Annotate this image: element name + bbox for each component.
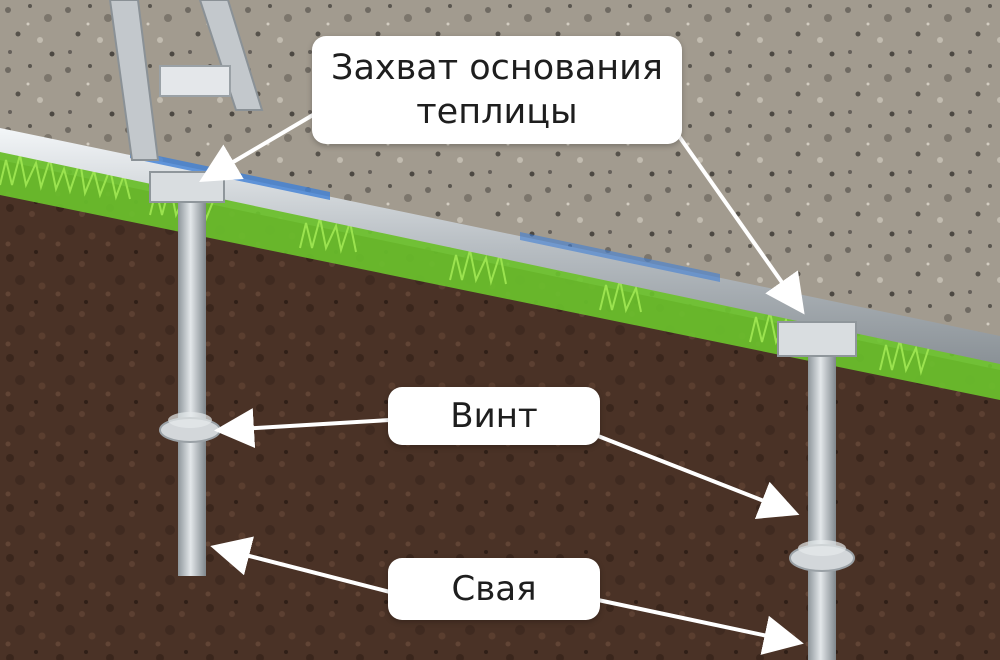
pile-arrow-left	[210, 536, 391, 594]
base-arrow-left	[199, 110, 320, 183]
callout-arrows	[199, 110, 805, 655]
screw-arrow-left	[214, 408, 391, 449]
pile-right	[777, 321, 857, 660]
callout-screw-label: Винт	[450, 396, 538, 436]
pile-arrow-right	[597, 598, 804, 655]
callout-base-grip: Захват основания теплицы	[312, 36, 682, 144]
callout-pile: Свая	[388, 558, 600, 620]
greenhouse-frame-post	[108, 0, 264, 161]
base-arrow-right	[674, 130, 805, 315]
callout-base-grip-line2: теплицы	[416, 92, 578, 132]
screw-arrow-right	[597, 434, 800, 519]
callout-screw: Винт	[388, 387, 600, 445]
callout-pile-label: Свая	[451, 569, 537, 609]
pile-left	[149, 171, 225, 576]
callout-base-grip-line1: Захват основания	[331, 48, 663, 88]
